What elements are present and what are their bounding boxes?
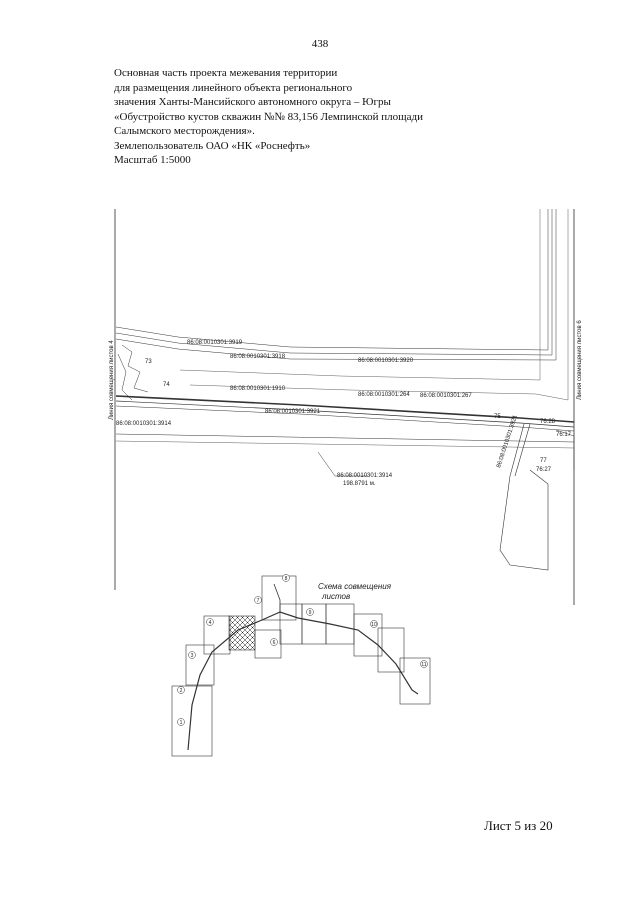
parcel-label: 86:08:0010301:3918 bbox=[230, 354, 286, 360]
point-label: 76:17 bbox=[556, 432, 572, 438]
point-label: 75 bbox=[494, 414, 501, 420]
parcel-label: 86:08:0010301:3920 bbox=[358, 358, 414, 364]
parcel-label: 86:08:0010301:264 bbox=[358, 392, 410, 398]
parcel-boundary bbox=[115, 209, 553, 356]
sheet-number: 6 bbox=[273, 640, 276, 646]
sheet-number: 2 bbox=[180, 688, 183, 694]
sheet-badge bbox=[177, 718, 185, 726]
sheet-number: 3 bbox=[191, 653, 194, 659]
point-label: 76:27 bbox=[536, 467, 552, 473]
scale-line: Масштаб 1:5000 bbox=[114, 154, 191, 166]
title-line: для размещения линейного объекта региона… bbox=[114, 81, 353, 94]
current-sheet-frame bbox=[228, 615, 256, 651]
parcel-boundary bbox=[189, 209, 569, 401]
sheet-frame bbox=[185, 644, 215, 686]
sheet-badges: 1 2 3 4 6 7 8 9 10 11 bbox=[177, 574, 428, 726]
junction-outline bbox=[121, 344, 149, 393]
sheet-frame bbox=[399, 657, 431, 705]
junction-outline bbox=[117, 353, 133, 401]
parcel-boundary bbox=[179, 209, 541, 381]
road-edge bbox=[115, 433, 575, 443]
sheet-frame bbox=[301, 603, 327, 645]
branch-outline bbox=[514, 423, 531, 477]
callout-leader bbox=[317, 451, 336, 477]
sheet-frame bbox=[279, 603, 303, 645]
pipeline-corridor bbox=[115, 395, 575, 423]
sheet-badge bbox=[206, 618, 214, 626]
point-label: 77 bbox=[540, 458, 547, 464]
sheet-frame bbox=[261, 575, 297, 621]
sheet-number: 10 bbox=[371, 622, 377, 628]
scheme-title: Схема совмещения bbox=[318, 582, 392, 591]
title-line: Салымского месторождения». bbox=[114, 125, 255, 137]
point-label: 73 bbox=[145, 359, 152, 365]
sheet-badge bbox=[370, 620, 378, 628]
parcel-label: 86:08:0010301:1910 bbox=[230, 386, 286, 392]
sheet-badge bbox=[420, 660, 428, 668]
callout-area-label: 198.8791 м. bbox=[343, 481, 376, 487]
land-user-line: Землепользователь ОАО «НК «Роснефть» bbox=[114, 139, 311, 152]
parcel-label: 86:08:0010301:3919 bbox=[187, 340, 243, 346]
route-line bbox=[273, 583, 281, 612]
sheet-badge bbox=[177, 686, 185, 694]
pipeline-corridor bbox=[115, 400, 575, 428]
sheet-badge bbox=[306, 608, 314, 616]
sheet-frame bbox=[171, 685, 213, 757]
title-line: Основная часть проекта межевания террито… bbox=[114, 67, 338, 79]
sheet-badge bbox=[282, 574, 290, 582]
title-block: Основная часть проекта межевания террито… bbox=[114, 66, 534, 168]
sheet-badge bbox=[188, 651, 196, 659]
sheet-frame bbox=[377, 627, 405, 673]
parcel-boundary bbox=[115, 209, 549, 351]
callout-parcel-label: 86:08:0010301:3914 bbox=[337, 473, 393, 479]
title-line: «Обустройство кустов скважин №№ 83,156 Л… bbox=[114, 110, 423, 123]
point-label: 76:28 bbox=[540, 419, 556, 425]
sheet-counter: Лист 5 из 20 bbox=[484, 818, 553, 833]
route-line bbox=[187, 611, 419, 751]
sheet-number: 7 bbox=[257, 598, 260, 604]
branch-outline bbox=[499, 423, 549, 571]
road-edge bbox=[115, 440, 575, 449]
parcel-label: 86:08:0010301:3921 bbox=[265, 409, 321, 415]
sheet-frame bbox=[353, 613, 383, 657]
sheet-number: 4 bbox=[209, 620, 212, 626]
sheet-badge bbox=[270, 638, 278, 646]
parcel-label: 86:08:0010301:267 bbox=[420, 393, 472, 399]
match-line-label-left: Линия совмещения листов 4 bbox=[109, 340, 115, 420]
sheet-number: 9 bbox=[309, 610, 312, 616]
cadastral-map bbox=[114, 209, 575, 605]
parcel-boundary bbox=[115, 209, 557, 361]
point-label: 74 bbox=[163, 382, 170, 388]
sheet-number: 1 bbox=[180, 720, 183, 726]
match-line-label-right: Линия совмещения листов 6 bbox=[577, 320, 583, 400]
sheet-layout-scheme bbox=[171, 575, 431, 757]
pipeline-corridor bbox=[115, 405, 575, 432]
sheet-number: 11 bbox=[421, 662, 426, 668]
scheme-title: листов bbox=[321, 592, 350, 601]
parcel-label: 86:08:0010301:3914 bbox=[116, 421, 172, 427]
sheet-badge bbox=[254, 596, 262, 604]
page-number: 438 bbox=[311, 38, 329, 50]
branch-outline bbox=[555, 429, 575, 470]
title-line: значения Ханты-Мансийского автономного о… bbox=[114, 96, 391, 108]
sheet-number: 8 bbox=[285, 576, 288, 582]
